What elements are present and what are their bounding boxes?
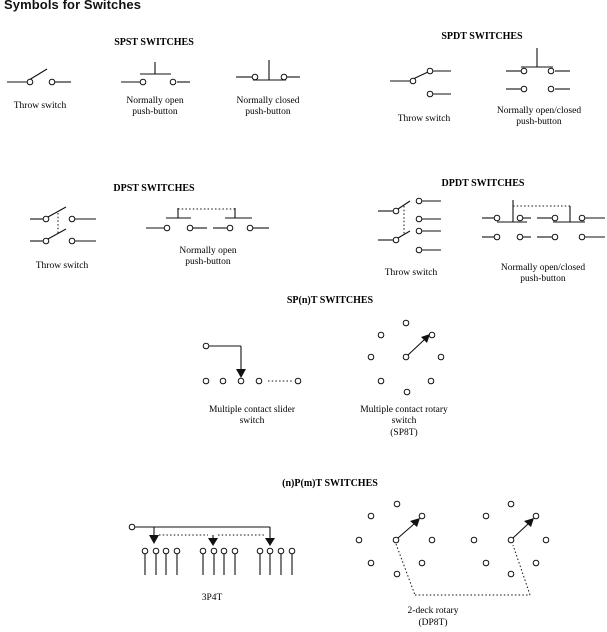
npmt-heading: (n)P(m)T SWITCHES [282, 478, 378, 489]
spst-heading: SPST SWITCHES [114, 37, 194, 48]
2-deck-rotary-caption-1: 2-deck rotary [408, 606, 459, 616]
spst-no-push-caption-2: push-button [132, 107, 178, 117]
dpst-no-push-caption-1: Normally open [179, 246, 237, 256]
spdt-normally-open-closed-push-button-symbol [506, 48, 570, 93]
spst-normally-closed-push-button-symbol [236, 60, 300, 81]
spnt-rotary-caption-2: switch [392, 416, 417, 426]
2-deck-rotary-switch-symbol [355, 500, 550, 596]
spnt-rotary-caption-3: (SP8T) [390, 427, 417, 438]
spst-throw-caption: Throw switch [14, 101, 67, 111]
dpst-heading: DPST SWITCHES [113, 183, 195, 194]
dpst-normally-open-push-button-symbol [146, 208, 269, 232]
spnt-rotary-switch-symbol [367, 319, 445, 396]
3p4t-caption: 3P4T [202, 593, 223, 603]
spst-normally-open-push-button-symbol [121, 62, 190, 86]
spdt-noc-push-caption-1: Normally open/closed [497, 106, 581, 116]
spnt-slider-switch-symbol [202, 342, 302, 385]
dpdt-normally-open-closed-push-button-symbol [482, 200, 605, 241]
dpdt-noc-push-caption-2: push-button [520, 274, 566, 284]
spst-no-push-caption-1: Normally open [126, 96, 184, 106]
spnt-heading: SP(n)T SWITCHES [287, 295, 374, 306]
spst-nc-push-caption-2: push-button [245, 107, 291, 117]
dpdt-throw-switch-symbol [378, 197, 441, 254]
spnt-slider-caption-2: switch [240, 416, 265, 426]
spdt-throw-switch-symbol [390, 67, 451, 98]
dpst-no-push-caption-2: push-button [185, 257, 231, 267]
3p4t-switch-symbol [128, 523, 296, 575]
2-deck-rotary-caption-2: (DP8T) [418, 617, 447, 628]
page-title: Symbols for Switches [4, 0, 142, 12]
dpdt-noc-push-caption-1: Normally open/closed [501, 263, 585, 273]
dpst-throw-caption: Throw switch [36, 261, 89, 271]
spnt-rotary-caption-1: Multiple contact rotary [360, 405, 448, 415]
spdt-noc-push-caption-2: push-button [516, 117, 562, 127]
spst-throw-switch-symbol [7, 68, 71, 86]
dpst-throw-switch-symbol [30, 206, 96, 245]
spst-nc-push-caption-1: Normally closed [236, 96, 299, 106]
spnt-slider-caption-1: Multiple contact slider [209, 405, 296, 415]
dpdt-throw-caption: Throw switch [385, 268, 438, 278]
dpdt-heading: DPDT SWITCHES [442, 178, 525, 189]
spdt-throw-caption: Throw switch [398, 114, 451, 124]
spdt-heading: SPDT SWITCHES [441, 31, 523, 42]
